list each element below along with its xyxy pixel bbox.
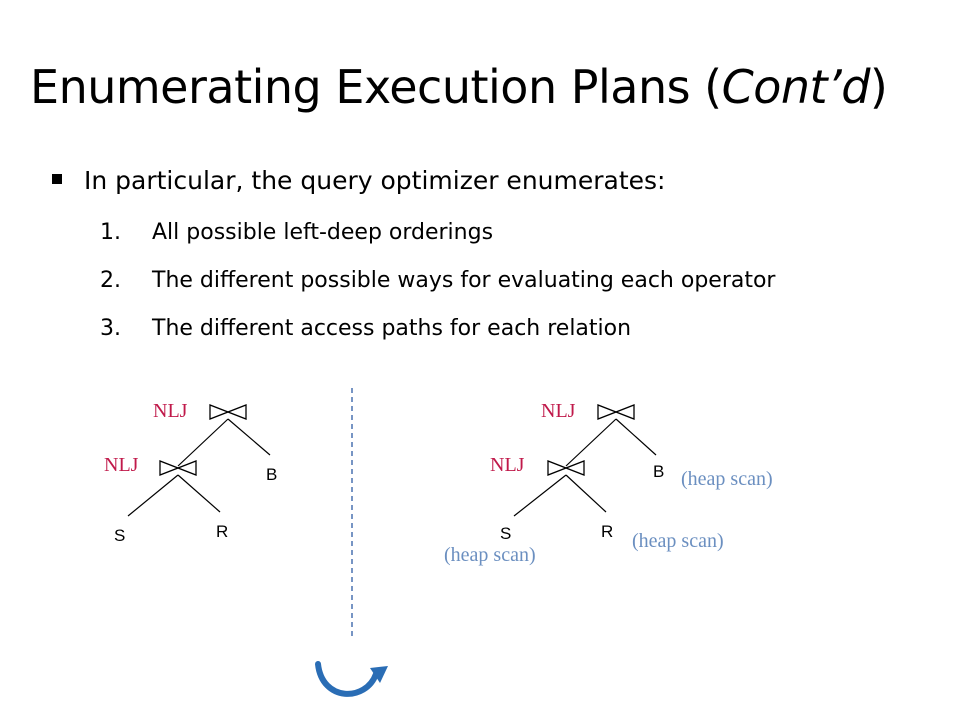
list-item: 3. The different access paths for each re… <box>100 316 631 341</box>
tree-edge <box>565 418 617 467</box>
right-top-operator: NLJ <box>541 400 576 422</box>
list-item: 2. The different possible ways for evalua… <box>100 268 775 293</box>
bullet-text: In particular, the query optimizer enume… <box>84 166 666 195</box>
left-relation-b: B <box>266 465 277 484</box>
title-main: Enumerating Execution Plans ( <box>30 60 722 114</box>
tree-edge <box>513 474 567 517</box>
left-relation-s: S <box>114 526 125 545</box>
access-path-s: (heap scan) <box>444 544 536 566</box>
slide-title: Enumerating Execution Plans (Cont’d) <box>30 60 888 114</box>
list-item-number: 2. <box>100 268 121 293</box>
join-bowtie-icon <box>597 404 635 420</box>
left-top-operator: NLJ <box>153 400 188 422</box>
tree-edge <box>615 418 657 456</box>
bullet-point: In particular, the query optimizer enume… <box>52 166 665 195</box>
right-relation-r: R <box>601 522 613 541</box>
access-path-r: (heap scan) <box>632 530 724 552</box>
right-relation-b: B <box>653 462 664 481</box>
list-item-number: 1. <box>100 220 121 245</box>
list-item-text: The different possible ways for evaluati… <box>152 268 776 293</box>
title-italic: Cont’d <box>721 60 871 114</box>
left-inner-operator: NLJ <box>104 454 139 476</box>
list-item: 1. All possible left-deep orderings <box>100 220 493 245</box>
left-relation-r: R <box>216 522 228 541</box>
right-plan-tree: NLJ NLJ B S R (heap scan) (heap scan) (h… <box>444 400 773 566</box>
tree-edge <box>565 474 607 513</box>
access-path-b: (heap scan) <box>681 468 773 490</box>
square-bullet-icon <box>52 174 62 184</box>
right-inner-operator: NLJ <box>490 454 525 476</box>
tree-edge <box>177 418 229 467</box>
tree-edge <box>127 474 179 517</box>
tree-edge <box>177 474 221 513</box>
list-item-text: The different access paths for each rela… <box>152 316 632 341</box>
join-bowtie-icon <box>547 460 585 476</box>
tree-edge <box>227 418 271 456</box>
join-bowtie-icon <box>209 404 247 420</box>
right-relation-s: S <box>500 524 511 543</box>
list-item-text: All possible left-deep orderings <box>152 220 494 245</box>
left-plan-tree: NLJ NLJ B S R <box>104 400 277 545</box>
refresh-arrow-icon <box>315 661 388 697</box>
title-end: ) <box>869 60 888 114</box>
list-item-number: 3. <box>100 316 121 341</box>
join-bowtie-icon <box>159 460 197 476</box>
